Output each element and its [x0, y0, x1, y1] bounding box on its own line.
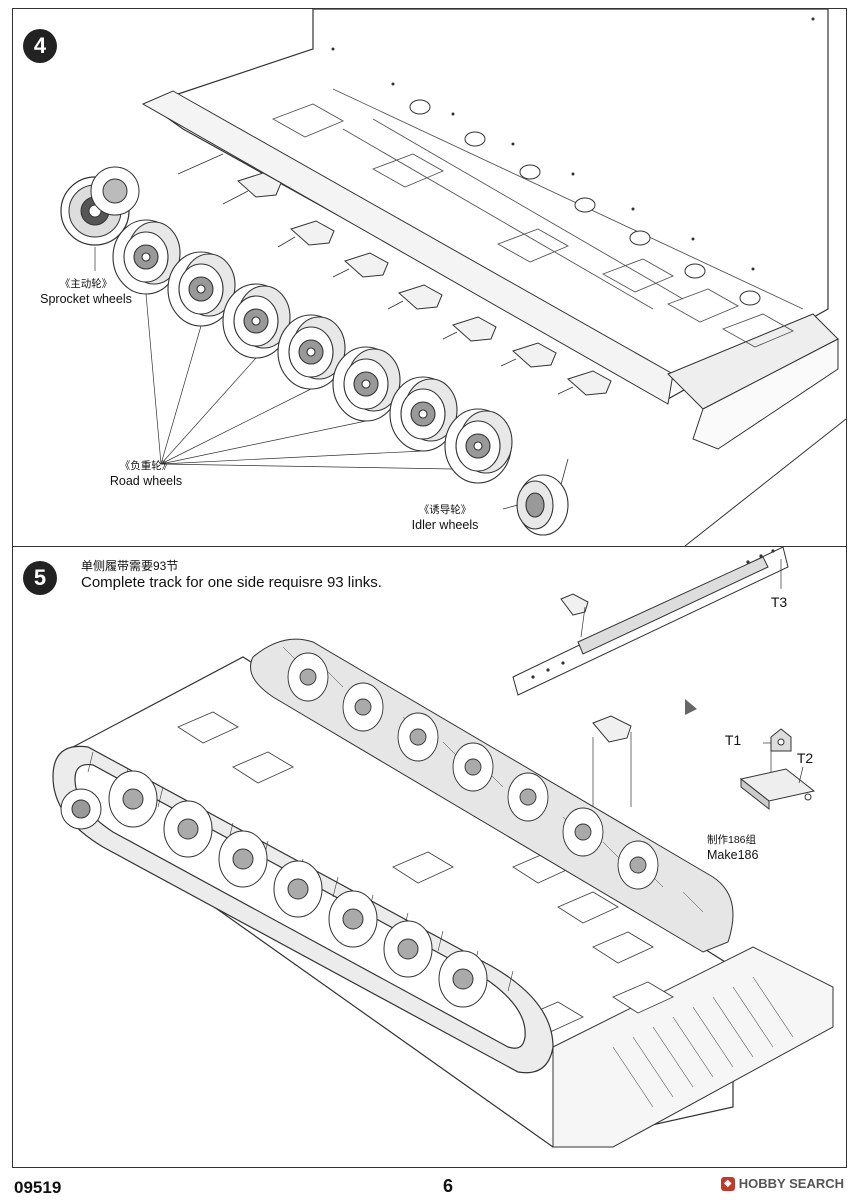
instruction-en: Complete track for one side requisre 93 …: [81, 574, 382, 591]
make-quantity-cn: 制作186组: [707, 834, 757, 846]
hobby-search-logo-icon: ◆: [720, 1176, 735, 1191]
make-quantity-en: Make186: [707, 848, 759, 862]
product-code: 09519: [14, 1178, 62, 1197]
part-label-t1: T1: [724, 732, 742, 748]
sprocket-wheel: [60, 166, 140, 246]
step-5-instruction: 单侧履带需要93节 Complete track for one side re…: [81, 557, 382, 591]
step-5-track-assembly-drawing: [52, 547, 834, 1148]
road-wheels-label: 《负重轮》 Road wheels: [101, 459, 191, 489]
sprocket-wheels-label: 《主动轮》 Sprocket wheels: [31, 277, 141, 307]
t1-t2-link-part: [739, 728, 816, 811]
part-label-t2: T2: [796, 750, 814, 766]
watermark: ◆ HOBBY SEARCH: [720, 1176, 844, 1191]
step-number-badge: 5: [23, 561, 57, 595]
idler-wheels-label: 《诱导轮》 Idler wheels: [405, 503, 485, 533]
road-wheels: [112, 219, 513, 484]
sprocket-wheels-label-en: Sprocket wheels: [40, 292, 132, 306]
part-label-t3: T3: [770, 594, 788, 610]
step-4-hull-drawing: [60, 9, 846, 546]
idler-wheels-label-cn: 《诱导轮》: [418, 504, 472, 516]
step-number-badge: 4: [23, 29, 57, 63]
step-5-panel: 5 单侧履带需要93节 Complete track for one side …: [12, 546, 847, 1168]
step-4-panel: 4: [12, 8, 847, 547]
assembled-road-wheels: [60, 770, 488, 1008]
make-quantity-label: 制作186组 Make186: [707, 833, 787, 863]
watermark-text: HOBBY SEARCH: [738, 1176, 844, 1191]
page-number: 6: [443, 1176, 454, 1196]
t3-track-strip: [512, 547, 789, 696]
idler-wheel: [516, 474, 569, 536]
instruction-cn: 单侧履带需要93节: [81, 559, 179, 573]
sprocket-wheels-label-cn: 《主动轮》: [59, 278, 113, 290]
road-wheels-label-cn: 《负重轮》: [119, 460, 173, 472]
idler-wheels-label-en: Idler wheels: [411, 518, 479, 532]
road-wheels-label-en: Road wheels: [109, 474, 183, 488]
